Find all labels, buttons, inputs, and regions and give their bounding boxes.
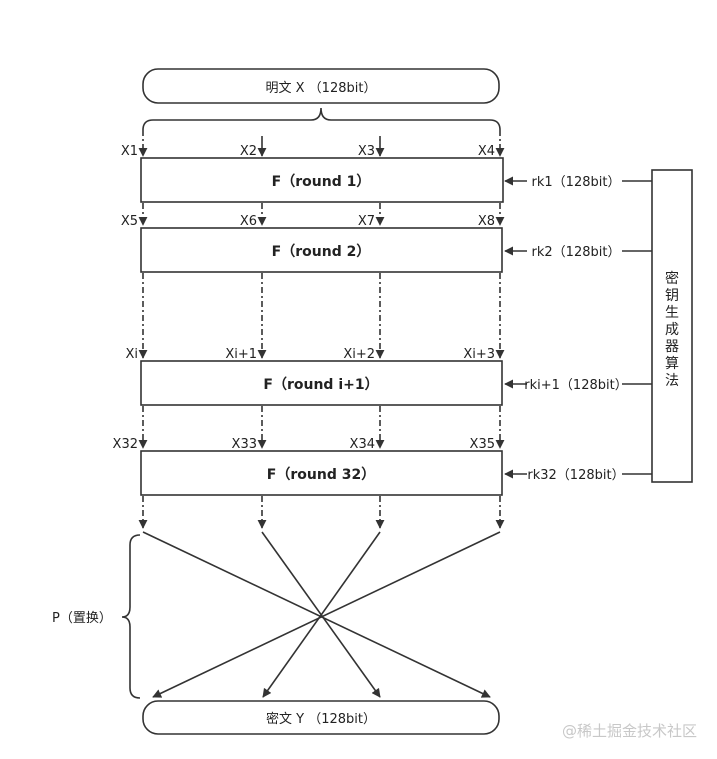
ciphertext-label: 密文 Y （128bit） xyxy=(266,711,376,727)
input-label: Xi+1 xyxy=(225,347,257,362)
input-label: X5 xyxy=(121,214,138,229)
round-key-label: rk1（128bit） xyxy=(532,175,621,190)
plaintext-label: 明文 X （128bit） xyxy=(266,81,377,96)
key-generator-char: 成 xyxy=(665,322,679,338)
round1-input-arrows xyxy=(138,130,505,157)
input-label: Xi+3 xyxy=(463,347,495,362)
permutation-label: P（置换） xyxy=(52,611,112,626)
key-generator-char: 器 xyxy=(665,339,679,355)
input-label: X6 xyxy=(240,214,257,229)
between-round-arrows xyxy=(138,203,505,529)
round-label: F（round i+1） xyxy=(263,377,378,393)
key-generator-char: 算 xyxy=(665,356,679,372)
permutation-brace xyxy=(121,534,141,699)
input-label: Xi xyxy=(125,347,138,362)
key-generator-box xyxy=(651,169,693,483)
round-label: F（round 2） xyxy=(272,244,371,260)
input-label: X32 xyxy=(113,437,138,452)
rounds: F（round 1） X1 X2 X3 X4 rk1（128bit） F（round 2） X… xyxy=(113,144,652,496)
round-key-label: rk2（128bit） xyxy=(532,245,621,260)
key-generator-char: 密 xyxy=(665,270,679,287)
input-label: X34 xyxy=(350,437,375,452)
key-generator-char: 钥 xyxy=(665,288,679,304)
round-label: F（round 1） xyxy=(272,174,371,190)
input-label: X8 xyxy=(478,214,495,229)
input-label: Xi+2 xyxy=(343,347,375,362)
input-label: X7 xyxy=(358,214,375,229)
round-box xyxy=(140,360,503,406)
input-label: X35 xyxy=(470,437,495,452)
round-key-label: rki+1（128bit） xyxy=(524,378,627,393)
input-label: X2 xyxy=(240,144,257,159)
ciphertext-box xyxy=(142,700,500,735)
round-box xyxy=(140,450,503,496)
watermark: @稀土掘金技术社区 xyxy=(562,722,697,740)
permutation-lines xyxy=(142,531,501,698)
input-label: X1 xyxy=(121,144,138,159)
split-brace xyxy=(142,107,501,131)
round-key-label: rk32（128bit） xyxy=(527,468,624,483)
round-4: F（round 32） X32 X33 X34 X35 rk32（128bit） xyxy=(113,437,652,496)
input-label: X4 xyxy=(478,144,495,159)
round-box xyxy=(140,227,503,273)
key-generator-char: 生 xyxy=(665,305,679,321)
round-1: F（round 1） X1 X2 X3 X4 rk1（128bit） xyxy=(121,144,652,203)
round-label: F（round 32） xyxy=(267,467,375,483)
plaintext-box xyxy=(142,68,500,104)
input-label: X33 xyxy=(232,437,257,452)
round-box xyxy=(140,157,504,203)
key-generator-char: 法 xyxy=(665,373,679,389)
round-2: F（round 2） X5 X6 X7 X8 rk2（128bit） xyxy=(121,214,652,273)
round-3: F（round i+1） Xi Xi+1 Xi+2 Xi+3 rki+1（128bit） xyxy=(125,347,652,406)
input-label: X3 xyxy=(358,144,375,159)
